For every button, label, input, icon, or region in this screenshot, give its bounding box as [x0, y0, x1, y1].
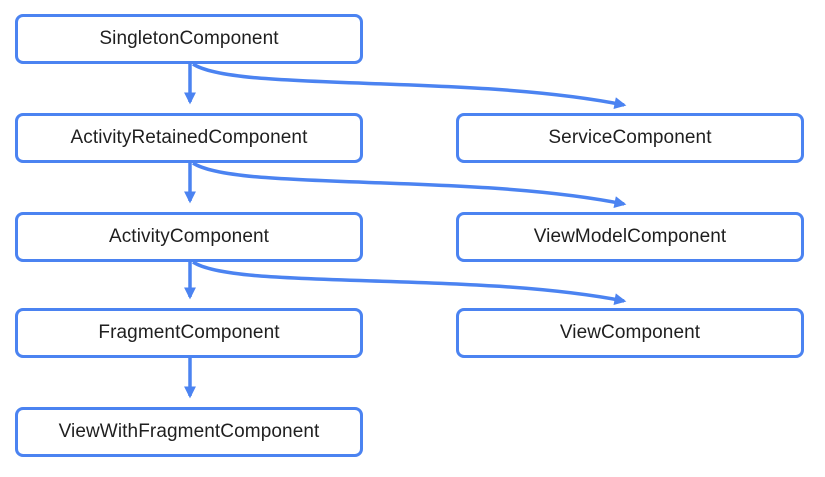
node-label: ViewWithFragmentComponent: [58, 421, 320, 442]
node-activity-retained-component: ActivityRetainedComponent: [15, 113, 363, 163]
node-view-component: ViewComponent: [456, 308, 804, 358]
node-view-with-fragment-component: ViewWithFragmentComponent: [15, 407, 363, 457]
edge-singleton-to-service-arrow: [192, 62, 627, 109]
node-label: ActivityRetainedComponent: [70, 127, 308, 148]
node-fragment-component: FragmentComponent: [15, 308, 363, 358]
node-singleton-component: SingletonComponent: [15, 14, 363, 64]
node-activity-component: ActivityComponent: [15, 212, 363, 262]
node-view-model-component: ViewModelComponent: [456, 212, 804, 262]
node-label: SingletonComponent: [99, 28, 279, 49]
node-label: ServiceComponent: [548, 127, 712, 148]
node-label: ViewModelComponent: [533, 226, 727, 247]
edge-activity-to-view-arrow: [192, 260, 627, 306]
node-label: ViewComponent: [559, 322, 701, 343]
node-label: FragmentComponent: [98, 322, 280, 343]
node-label: ActivityComponent: [108, 226, 270, 247]
edge-activityretained-to-viewmodel-arrow: [192, 161, 627, 208]
node-service-component: ServiceComponent: [456, 113, 804, 163]
